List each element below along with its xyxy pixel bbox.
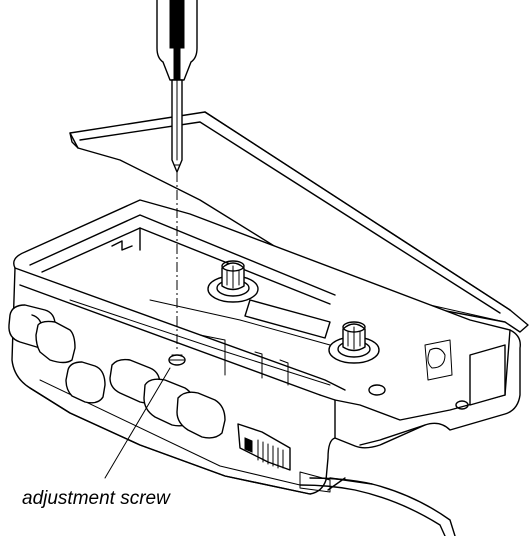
adjustment-screw: [168, 354, 186, 366]
player-body: [8, 199, 521, 495]
hold-switch: [237, 423, 291, 471]
right-reel-hub: [328, 321, 380, 364]
left-reel-hub: [207, 260, 259, 303]
callout-label-adjustment-screw: adjustment screw: [22, 488, 170, 509]
control-buttons: [8, 304, 226, 439]
callout-leader-line: [104, 367, 171, 479]
headphone-cable: [299, 471, 456, 536]
screwdriver: [156, 0, 198, 173]
